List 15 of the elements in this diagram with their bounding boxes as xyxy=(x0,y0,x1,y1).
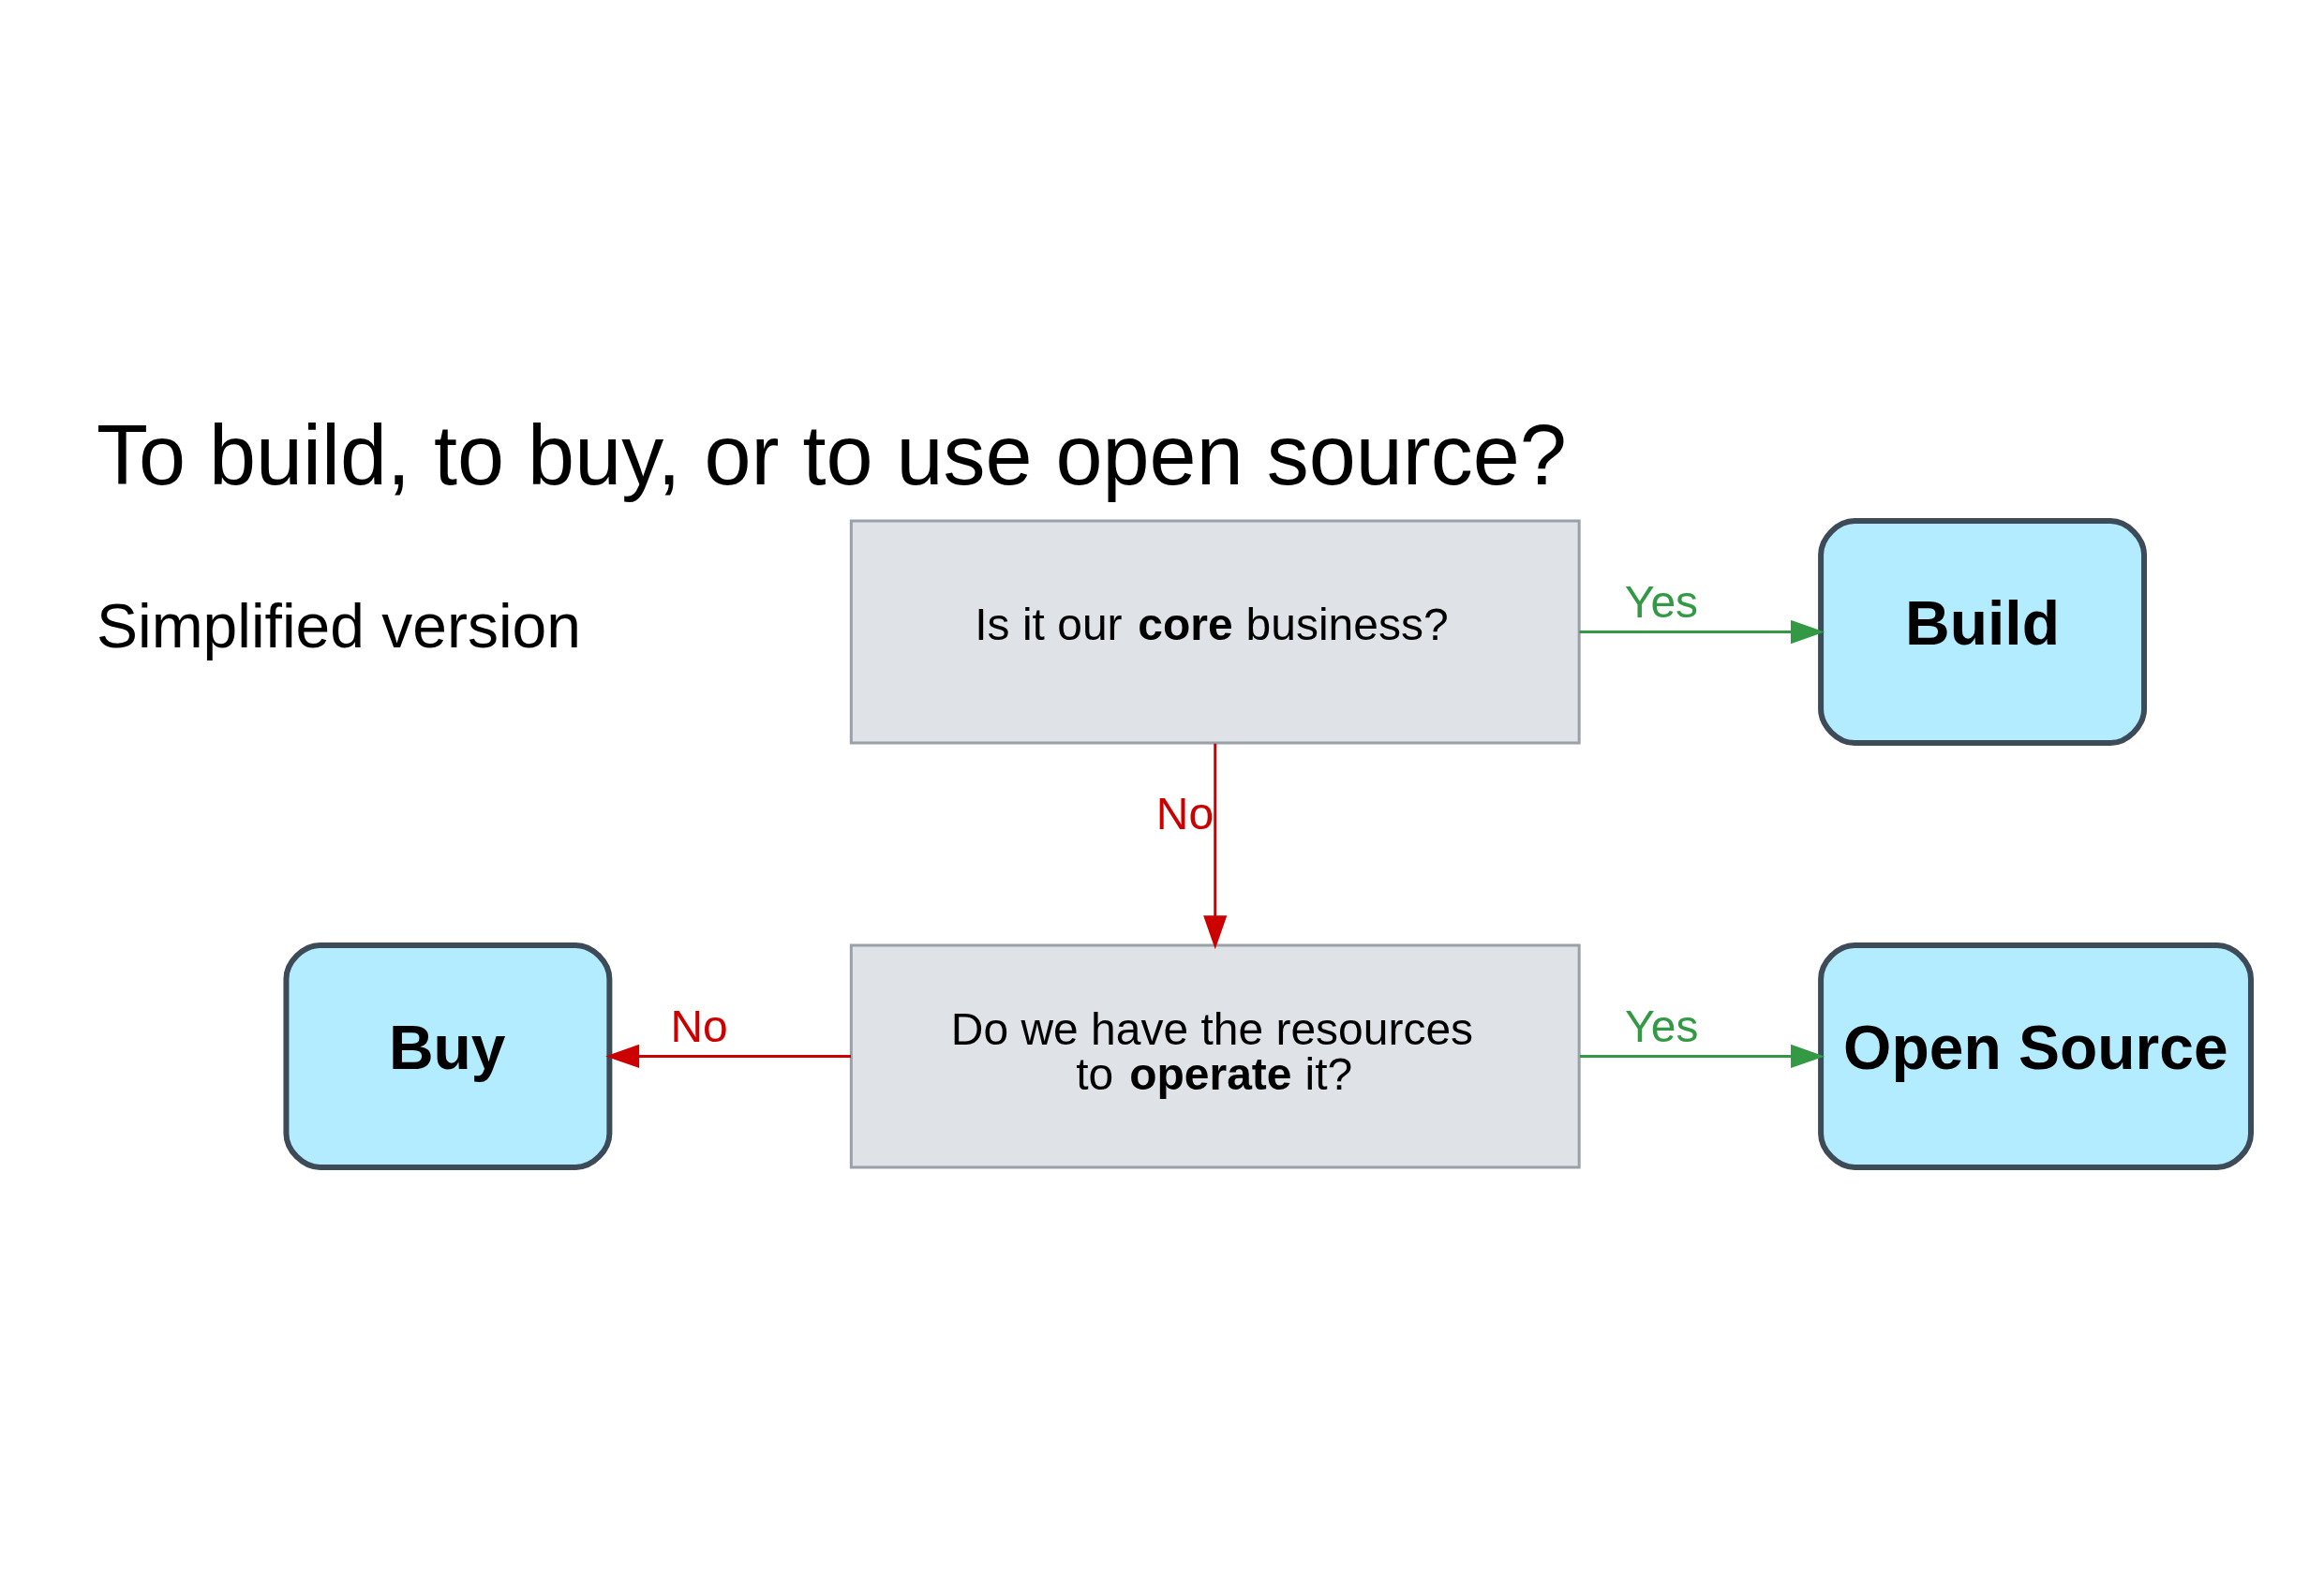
edge-label: Yes xyxy=(1624,1001,1698,1051)
label: Simplified version xyxy=(96,591,581,661)
node-box: Is it our core business? xyxy=(849,519,1581,745)
arrow xyxy=(604,1044,851,1069)
arrow xyxy=(1578,619,1825,645)
node-box: Build xyxy=(1817,518,2147,746)
edge-label: No xyxy=(669,1001,728,1051)
edge-label: No xyxy=(1155,789,1214,839)
edge-label: Yes xyxy=(1624,576,1698,627)
arrow xyxy=(1202,743,1227,950)
node-box: Open Source xyxy=(1817,942,2254,1170)
node-box: Buy xyxy=(282,942,612,1170)
diagram-title: To build, to buy, or to use open source? xyxy=(96,408,1567,503)
node-box: Do we have the resources to operate it? xyxy=(849,943,1581,1169)
arrow xyxy=(1579,1044,1825,1069)
